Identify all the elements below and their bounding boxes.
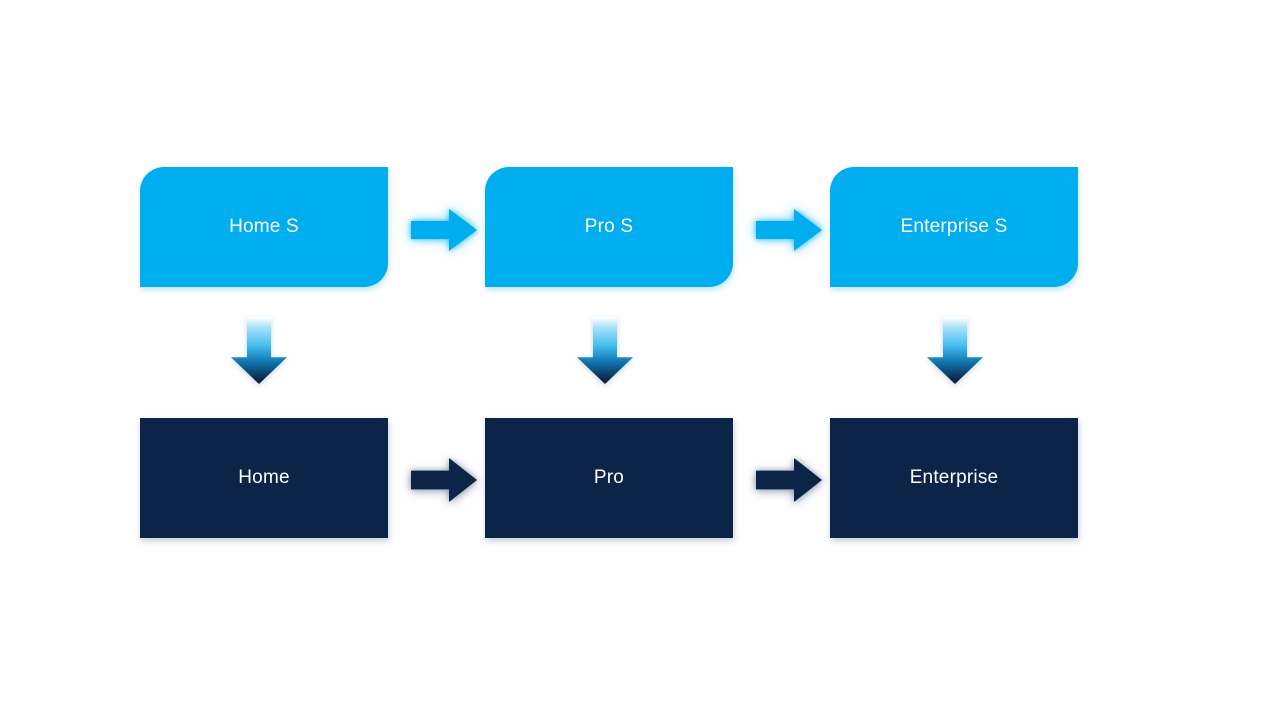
arrow-down-shape <box>231 317 287 384</box>
arrow-right-icon <box>411 209 477 251</box>
node-home-s-label: Home S <box>229 216 299 237</box>
node-pro: Pro <box>485 418 733 538</box>
node-home-label: Home <box>238 467 290 488</box>
arrow-down-shape <box>927 317 983 384</box>
node-pro-label: Pro <box>593 467 625 488</box>
node-enterprise: Enterprise <box>830 418 1078 538</box>
arrow-right-shape <box>411 458 477 502</box>
arrow-right-icon <box>411 458 477 502</box>
node-enterprise-s-label: Enterprise S <box>900 216 1008 237</box>
arrow-right-shape <box>411 209 477 251</box>
arrow-down-icon <box>577 317 633 384</box>
node-enterprise-label: Enterprise <box>909 467 999 488</box>
node-pro-s: Pro S <box>485 167 733 287</box>
arrow-down-icon <box>927 317 983 384</box>
arrow-right-icon <box>756 209 822 251</box>
arrow-right-shape <box>756 209 822 251</box>
node-home-s: Home S <box>140 167 388 287</box>
arrow-right-shape <box>756 458 822 502</box>
arrow-down-icon <box>231 317 287 384</box>
arrow-right-icon <box>756 458 822 502</box>
node-enterprise-s: Enterprise S <box>830 167 1078 287</box>
node-home: Home <box>140 418 388 538</box>
node-pro-s-label: Pro S <box>584 216 634 237</box>
arrow-down-shape <box>577 317 633 384</box>
